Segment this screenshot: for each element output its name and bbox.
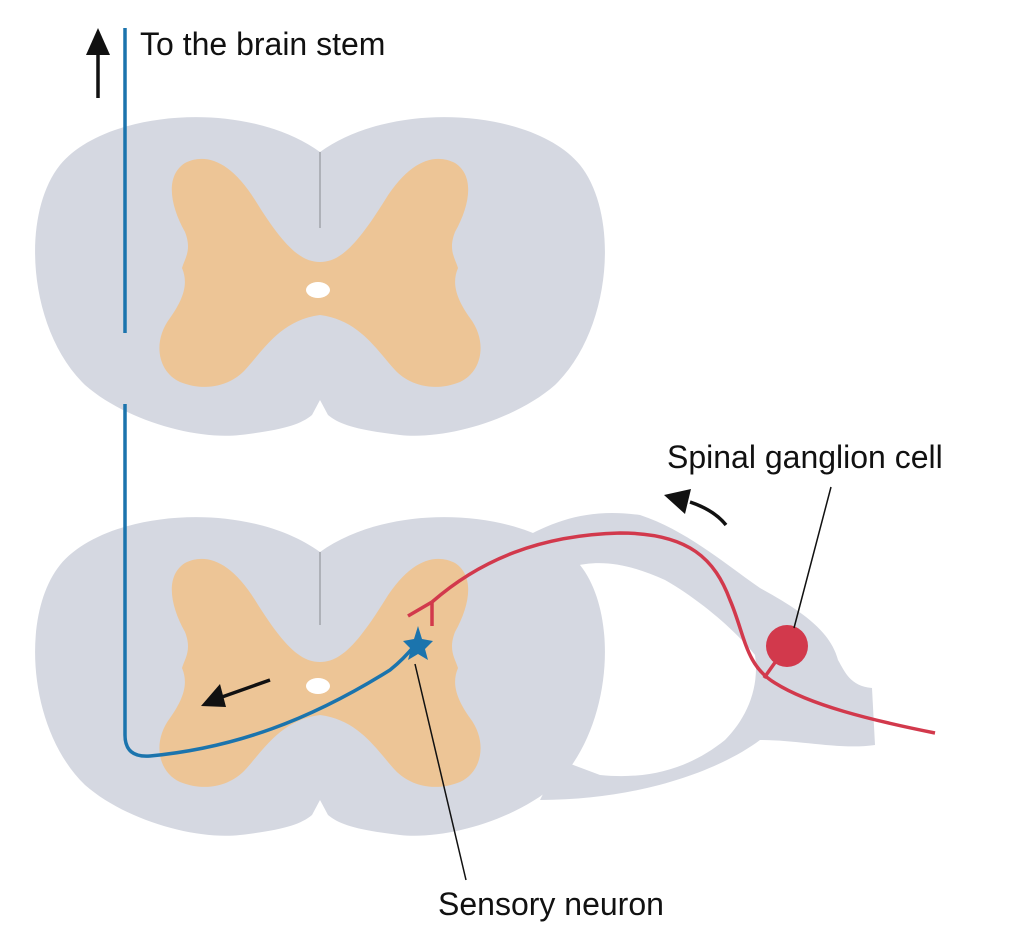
lower-gray-matter xyxy=(159,558,481,787)
upper-spinal-cord-section xyxy=(35,117,605,436)
brain-stem-label: To the brain stem xyxy=(140,26,385,62)
ascending-pathway xyxy=(123,28,433,758)
afferent-terminal-branch xyxy=(407,600,434,626)
arrow-left-icon xyxy=(664,489,728,527)
arrow-left-icon xyxy=(201,678,271,707)
ganglion-label: Spinal ganglion cell xyxy=(667,439,943,475)
lower-central-canal xyxy=(306,678,330,694)
circle-icon xyxy=(766,625,808,667)
dorsal-root-and-ganglion xyxy=(520,512,875,800)
upper-gray-matter xyxy=(159,158,481,387)
sensory-neuron-label: Sensory neuron xyxy=(438,886,664,922)
ganglion-leader-line xyxy=(793,486,832,629)
star-icon xyxy=(403,626,433,660)
afferent-pathway xyxy=(407,531,936,735)
sensory-leader-line xyxy=(414,663,467,881)
ascending-axon-lower xyxy=(123,404,417,758)
afferent-fiber xyxy=(430,531,936,735)
lower-spinal-cord-section xyxy=(35,512,875,836)
arrow-up-icon xyxy=(86,28,110,98)
upper-central-canal xyxy=(306,282,330,298)
